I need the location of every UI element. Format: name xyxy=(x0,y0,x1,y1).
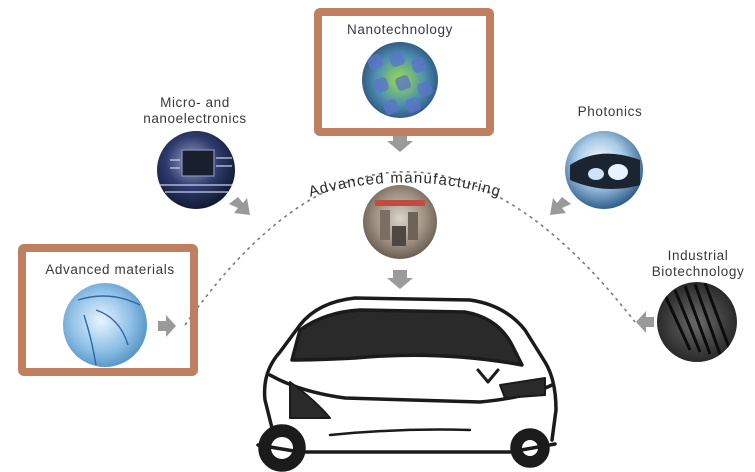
arrow-nano-down xyxy=(387,133,413,152)
arrow-materials-right xyxy=(158,315,176,337)
manufacturing-arc xyxy=(184,170,636,326)
micro-label: Micro- and nanoelectronics xyxy=(143,95,247,126)
nanotech-image-icon xyxy=(362,42,438,118)
arrow-photonics-down xyxy=(550,197,571,215)
flow-arrows xyxy=(158,133,654,337)
factory-image-icon xyxy=(363,185,437,259)
materials-label: Advanced materials xyxy=(45,262,175,277)
glass-material-image-icon xyxy=(63,283,147,367)
circuit-board-image-icon xyxy=(157,131,235,209)
arrow-micro-down xyxy=(229,197,250,215)
biotech-label: Industrial Biotechnology xyxy=(651,248,745,279)
car-illustration-icon xyxy=(256,296,558,472)
nanotech-label: Nanotechnology xyxy=(347,22,453,37)
tire-image-icon xyxy=(657,282,737,362)
arrow-biotech-left xyxy=(636,311,654,333)
photonics-label: Photonics xyxy=(577,104,643,119)
materials-highlight-box xyxy=(18,244,198,376)
arrow-manufacturing-down xyxy=(387,270,413,289)
headlight-image-icon xyxy=(565,131,643,209)
nanotech-highlight-box xyxy=(314,8,494,136)
